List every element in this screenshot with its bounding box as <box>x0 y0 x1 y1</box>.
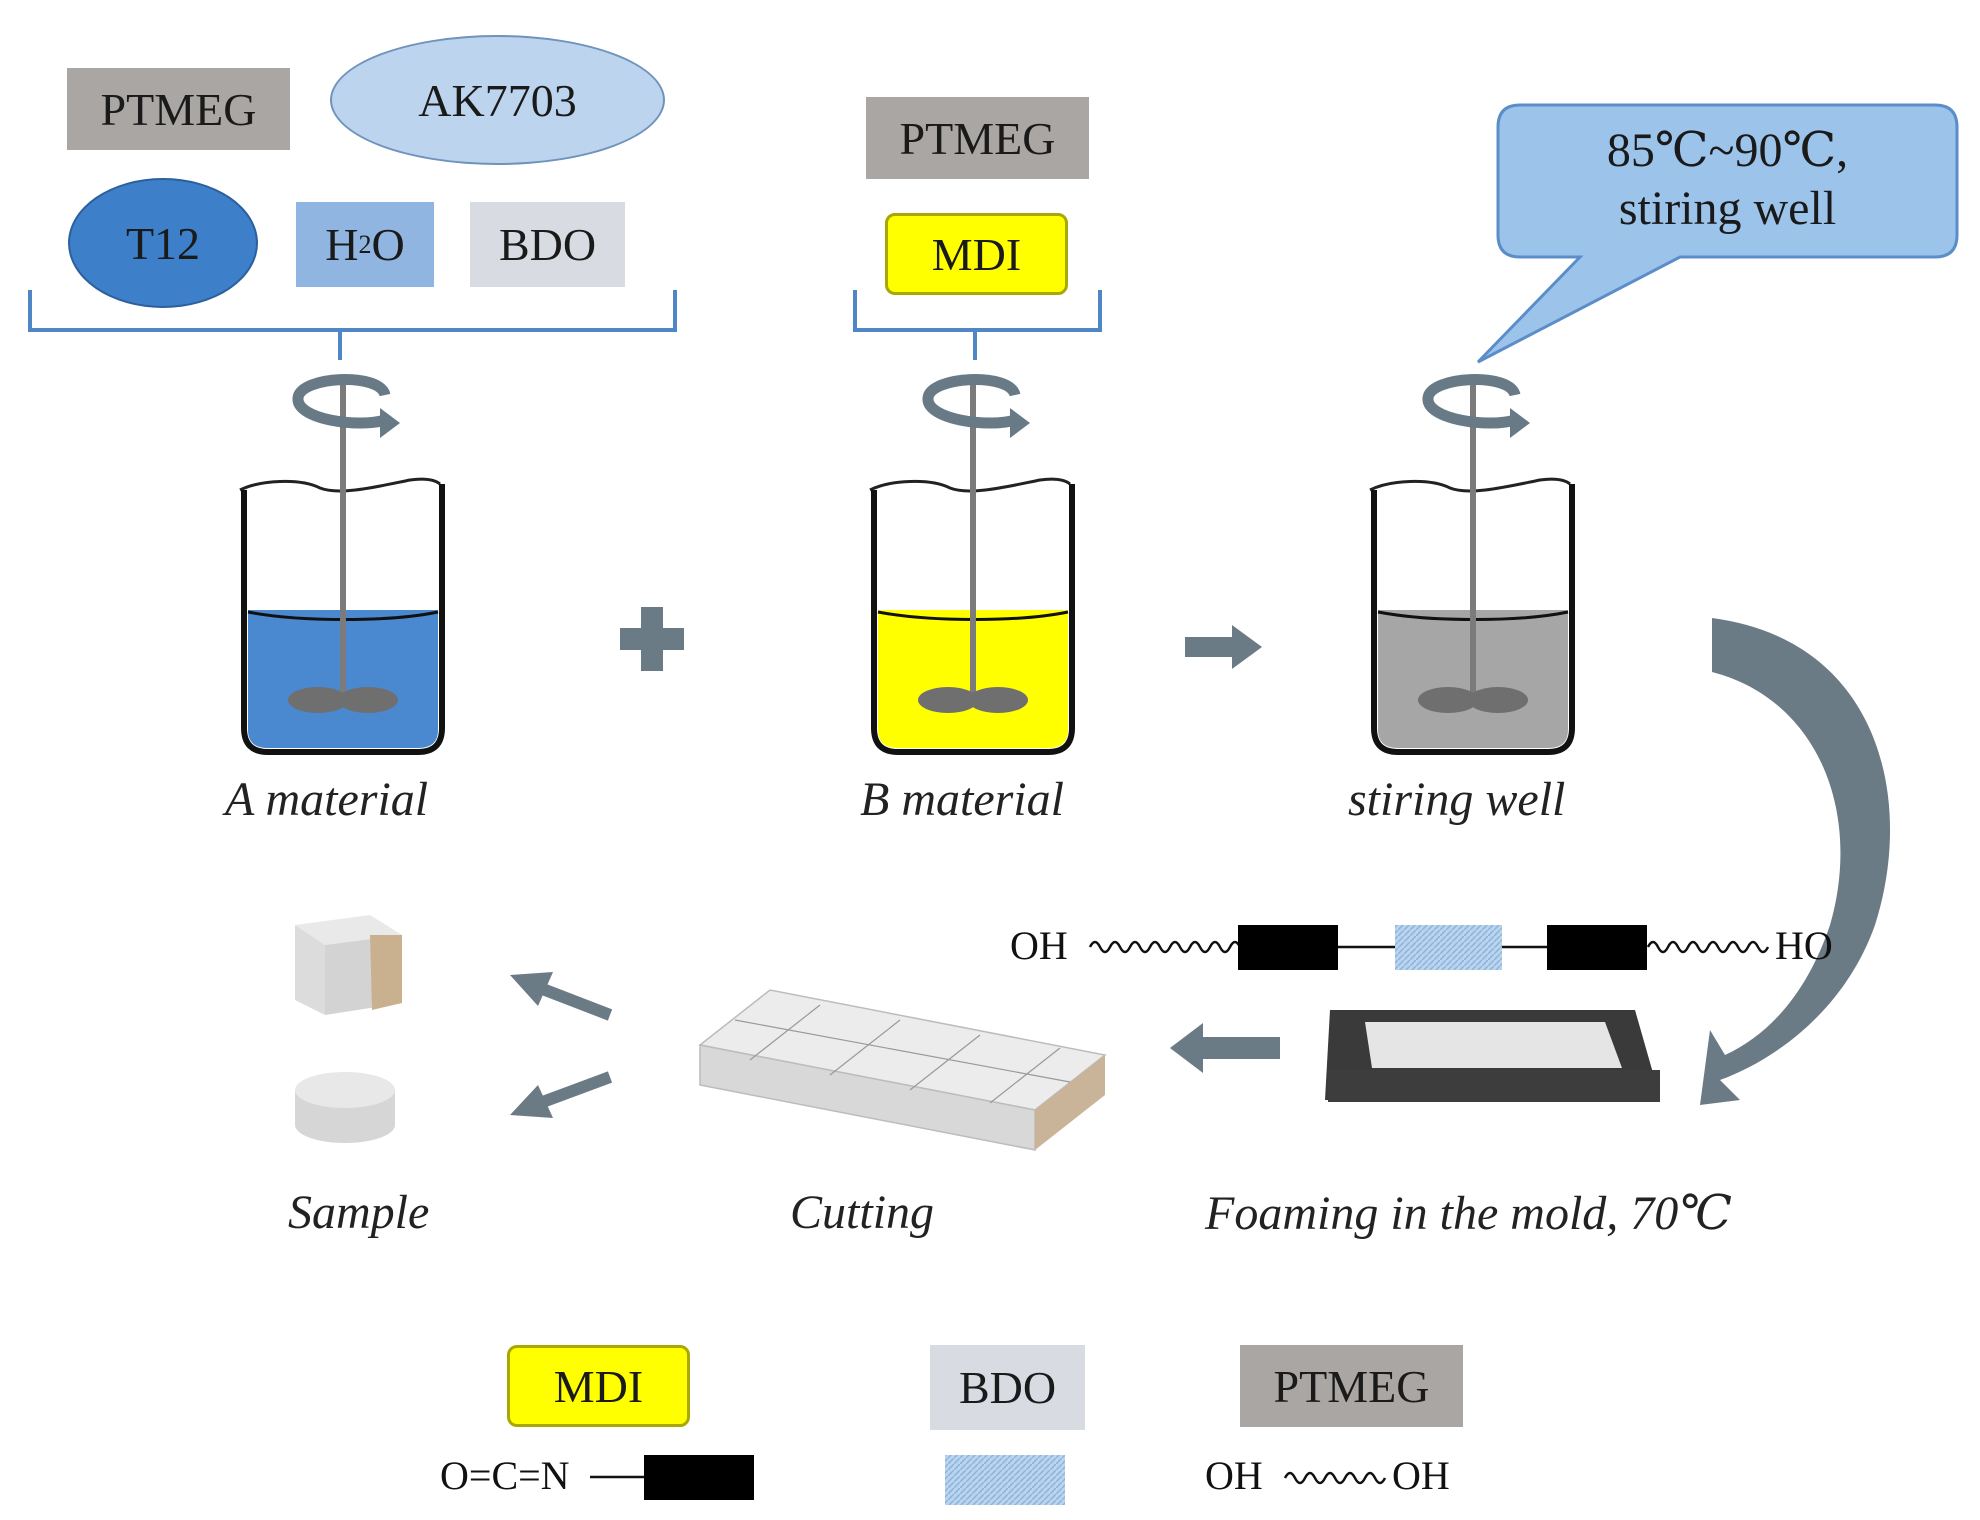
legend-mdi-label: MDI <box>507 1345 690 1427</box>
foam-slab <box>698 989 1107 1151</box>
h2o-o: O <box>371 219 405 270</box>
legend-ptmeg-label: PTMEG <box>1240 1345 1463 1427</box>
legend-ptmeg-symbol <box>1283 1471 1387 1485</box>
callout-text: 85℃~90℃, stiring well <box>1510 122 1945 238</box>
h2o-h: H <box>325 219 359 270</box>
brace-b <box>853 290 1102 360</box>
callout-bubble <box>1476 103 1959 364</box>
beaker-a <box>239 374 445 755</box>
legend-bdo-symbol <box>945 1455 1065 1505</box>
label-bdo-a: BDO <box>470 202 625 287</box>
callout-line1: 85℃~90℃, <box>1606 124 1849 177</box>
plus-icon <box>620 607 684 671</box>
chain-left-end: OH <box>1010 923 1068 968</box>
arrow-left-mold <box>1170 1023 1280 1073</box>
sample-cylinder <box>295 1072 395 1143</box>
brace-a <box>28 290 677 360</box>
caption-a-material: A material <box>225 773 429 826</box>
label-mdi-b: MDI <box>885 213 1068 295</box>
foam-mold <box>1325 1010 1660 1102</box>
sample-cube <box>295 915 402 1015</box>
beaker-b <box>869 374 1075 755</box>
legend-ptmeg-left: OH <box>1205 1453 1263 1498</box>
label-ptmeg-b: PTMEG <box>866 97 1089 179</box>
label-t12: T12 <box>68 178 258 308</box>
caption-foaming: Foaming in the mold, 70℃ <box>1205 1187 1732 1240</box>
caption-sample: Sample <box>288 1186 430 1239</box>
arrow-to-cylinder <box>510 1071 613 1118</box>
caption-b-material: B material <box>860 773 1064 826</box>
legend-ptmeg-right: OH <box>1392 1453 1450 1498</box>
label-ptmeg-a: PTMEG <box>67 68 290 150</box>
label-ak7703: AK7703 <box>330 35 665 165</box>
legend-mdi-formula: O=C=N <box>440 1453 570 1498</box>
callout-line2: stiring well <box>1618 182 1837 235</box>
caption-cutting: Cutting <box>790 1186 935 1239</box>
beaker-mix <box>1369 374 1575 755</box>
arrow-to-cube <box>510 972 613 1021</box>
legend-mdi-symbol <box>590 1455 754 1500</box>
caption-stiring-well: stiring well <box>1348 773 1566 826</box>
arrow-right <box>1185 625 1262 669</box>
h2o-subscript: 2 <box>358 229 372 259</box>
curved-arrow <box>1700 618 1891 1105</box>
polymer-chain <box>1088 925 1770 970</box>
legend-bdo-label: BDO <box>930 1345 1085 1430</box>
chain-right-end: HO <box>1775 923 1833 968</box>
